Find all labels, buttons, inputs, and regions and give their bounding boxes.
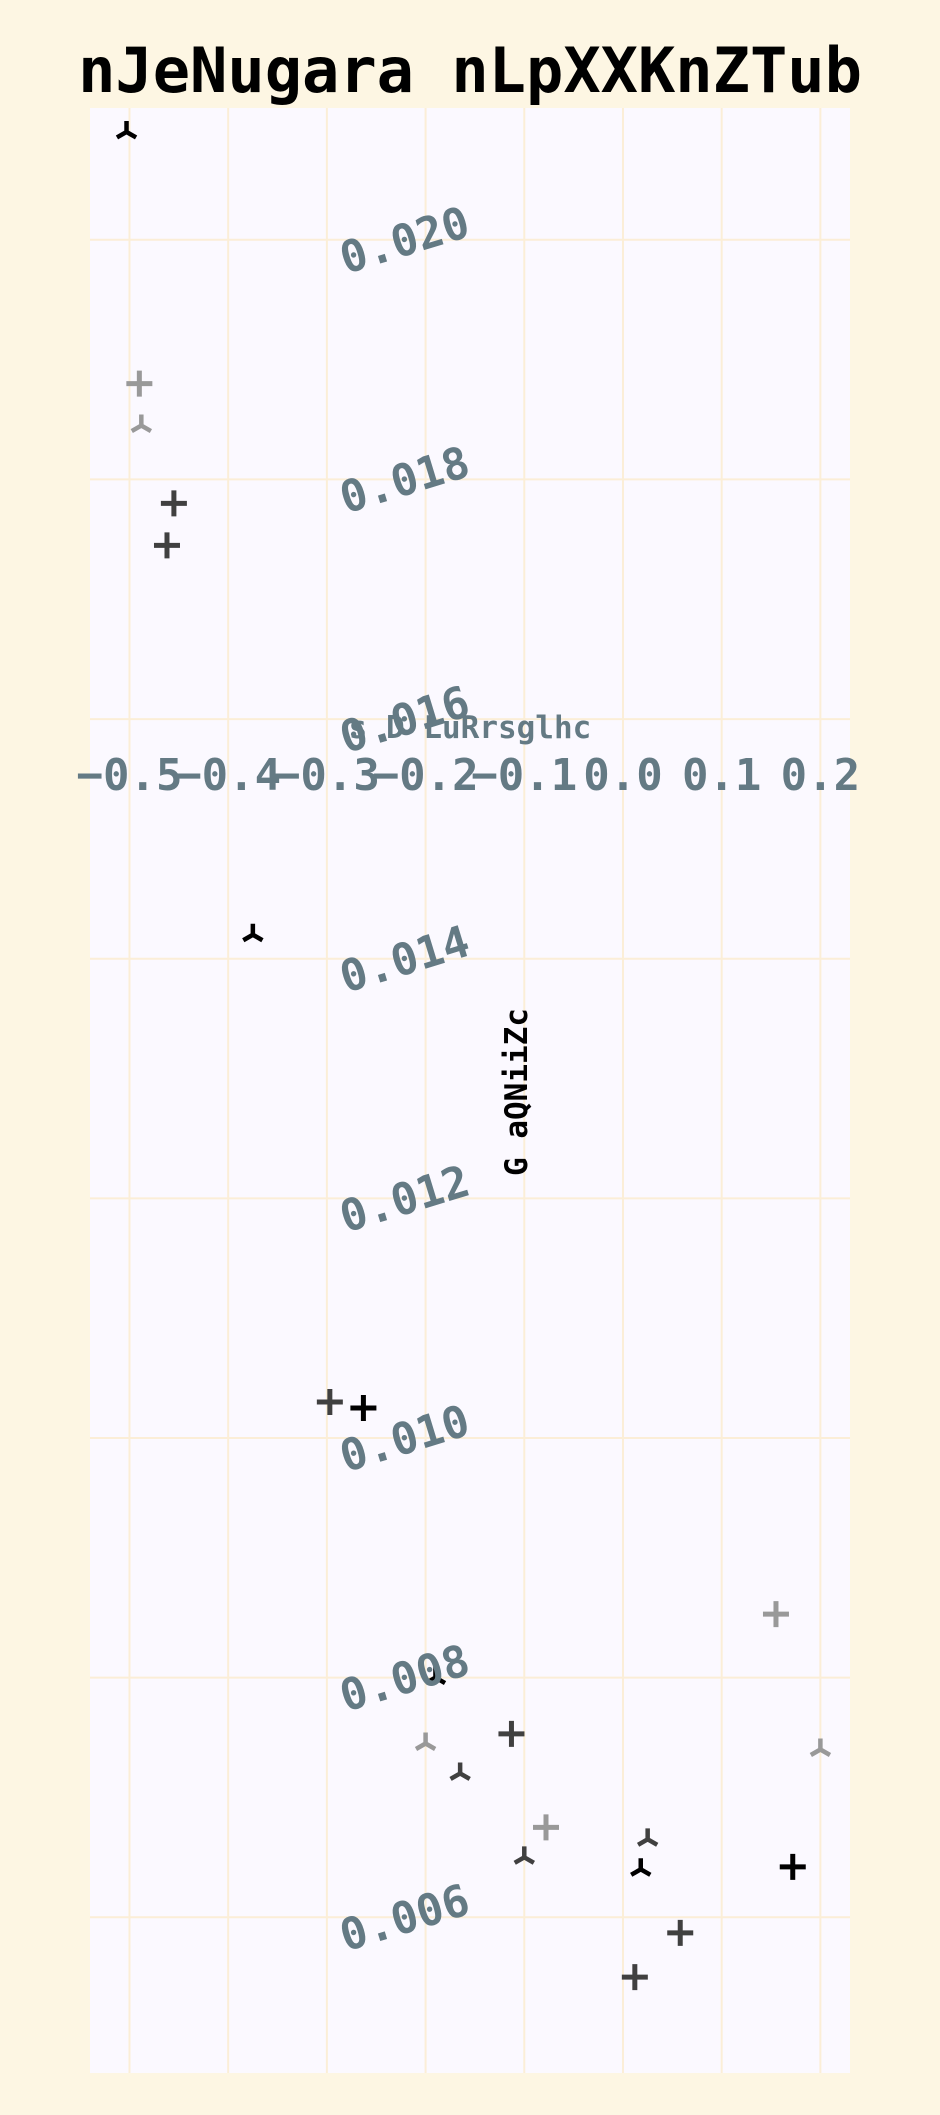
data-points (115, 120, 832, 1991)
plot-area (90, 108, 850, 2073)
data-point-plus (779, 1853, 806, 1880)
data-point-plus (498, 1720, 525, 1747)
x-tick-label: −0.1 (471, 750, 577, 801)
data-point-tri (630, 1858, 652, 1877)
data-point-plus (533, 1814, 559, 1841)
data-point-plus (667, 1919, 694, 1946)
x-tick-label: 0.2 (781, 750, 860, 801)
x-tick-label: 0.0 (583, 750, 662, 801)
data-point-plus (350, 1395, 377, 1422)
data-point-plus (316, 1389, 343, 1416)
chart-title: nJeNugara nLpXXKnZTub (78, 34, 862, 107)
data-point-plus (160, 490, 187, 517)
data-point-tri (414, 1732, 437, 1751)
data-point-plus (153, 532, 180, 559)
x-axis-label: s D LuRrsglhc (349, 710, 592, 746)
data-point-plus (126, 370, 153, 397)
data-point-tri (130, 414, 153, 433)
data-point-plus (621, 1964, 648, 1991)
data-point-tri (242, 923, 264, 943)
data-point-tri (636, 1828, 659, 1847)
gridlines (90, 108, 850, 2073)
data-point-tri (449, 1762, 471, 1781)
x-tick-label: −0.2 (373, 750, 479, 801)
data-point-tri (115, 120, 138, 140)
x-tick-label: −0.5 (76, 750, 182, 801)
x-tick-label: −0.4 (175, 750, 281, 801)
data-point-tri (424, 1666, 447, 1686)
x-tick-label: 0.1 (682, 750, 761, 801)
data-point-tri (809, 1738, 832, 1757)
y-axis-label: G aQNiiZc (499, 1008, 535, 1176)
data-point-tri (513, 1846, 535, 1865)
data-point-plus (762, 1601, 789, 1628)
x-tick-label: −0.3 (274, 750, 380, 801)
